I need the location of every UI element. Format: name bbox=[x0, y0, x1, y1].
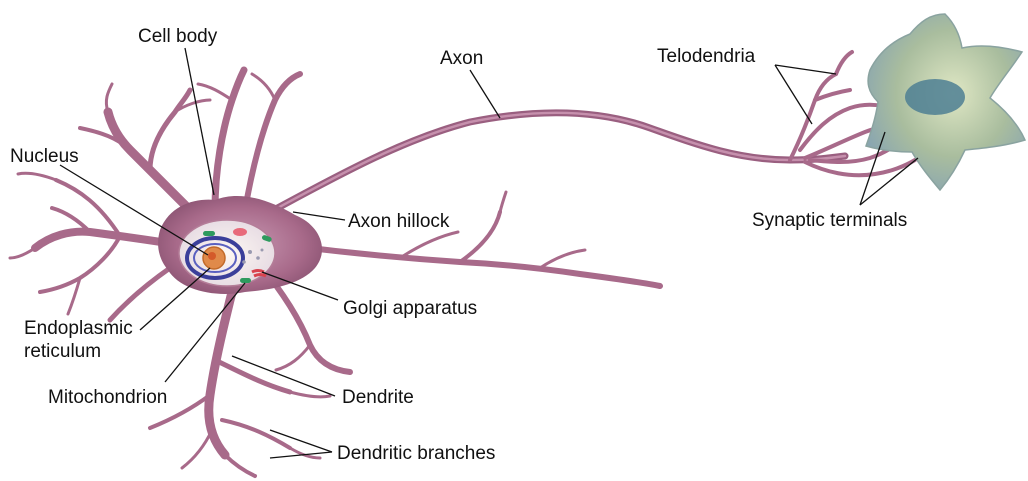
label-synaptic-terminals: Synaptic terminals bbox=[752, 210, 907, 231]
label-nucleus: Nucleus bbox=[10, 146, 79, 167]
label-axon: Axon bbox=[440, 48, 483, 69]
label-dendrite: Dendrite bbox=[342, 387, 414, 408]
cell-body bbox=[158, 196, 322, 294]
target-cell bbox=[866, 14, 1025, 190]
label-mitochondrion: Mitochondrion bbox=[48, 387, 167, 408]
mitochondrion bbox=[203, 231, 215, 236]
label-endoplasmic-reticulum-line1: Endoplasmic bbox=[24, 318, 133, 339]
label-cell-body: Cell body bbox=[138, 26, 218, 47]
dendrites bbox=[10, 70, 660, 476]
axon bbox=[270, 113, 845, 212]
target-cell-nucleus bbox=[905, 79, 965, 115]
label-axon-hillock: Axon hillock bbox=[348, 211, 450, 232]
labels: Cell body Nucleus Axon Telodendria Axon … bbox=[10, 26, 907, 464]
label-endoplasmic-reticulum-line2: reticulum bbox=[24, 341, 101, 362]
label-telodendria: Telodendria bbox=[657, 46, 756, 67]
label-golgi-apparatus: Golgi apparatus bbox=[343, 298, 477, 319]
label-dendritic-branches: Dendritic branches bbox=[337, 443, 495, 464]
